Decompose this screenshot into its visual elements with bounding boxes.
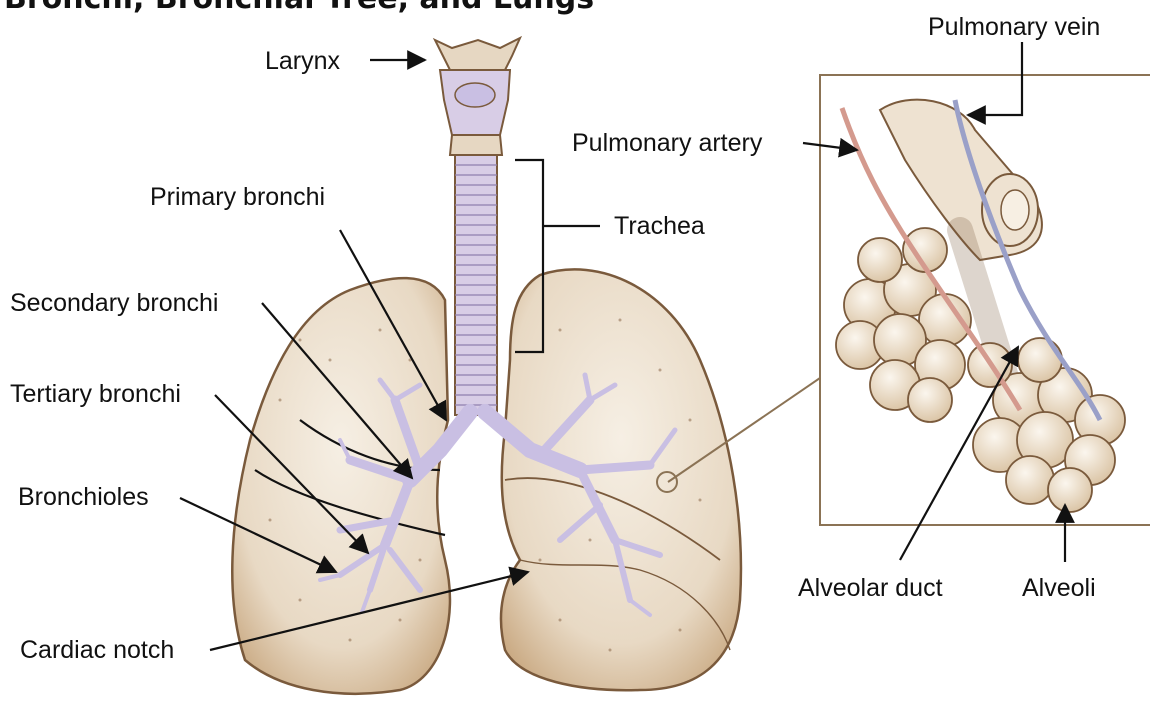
label-pulmonary-artery: Pulmonary artery — [572, 129, 763, 157]
label-tertiary-bronchi: Tertiary bronchi — [10, 380, 181, 408]
diagram-title: Bronchi, Bronchial Tree, and Lungs — [4, 0, 594, 16]
label-cardiac-notch: Cardiac notch — [20, 636, 174, 664]
label-bronchioles: Bronchioles — [18, 483, 149, 511]
right-lung — [232, 278, 450, 694]
label-trachea: Trachea — [614, 212, 705, 240]
larynx — [435, 38, 520, 155]
left-lung — [501, 269, 741, 690]
label-pulmonary-vein: Pulmonary vein — [928, 13, 1100, 41]
label-alveoli: Alveoli — [1022, 574, 1096, 602]
trachea — [455, 155, 497, 415]
label-secondary-bronchi: Secondary bronchi — [10, 289, 218, 317]
label-larynx: Larynx — [265, 47, 341, 75]
label-alveolar-duct: Alveolar duct — [798, 574, 943, 602]
label-primary-bronchi: Primary bronchi — [150, 183, 325, 211]
